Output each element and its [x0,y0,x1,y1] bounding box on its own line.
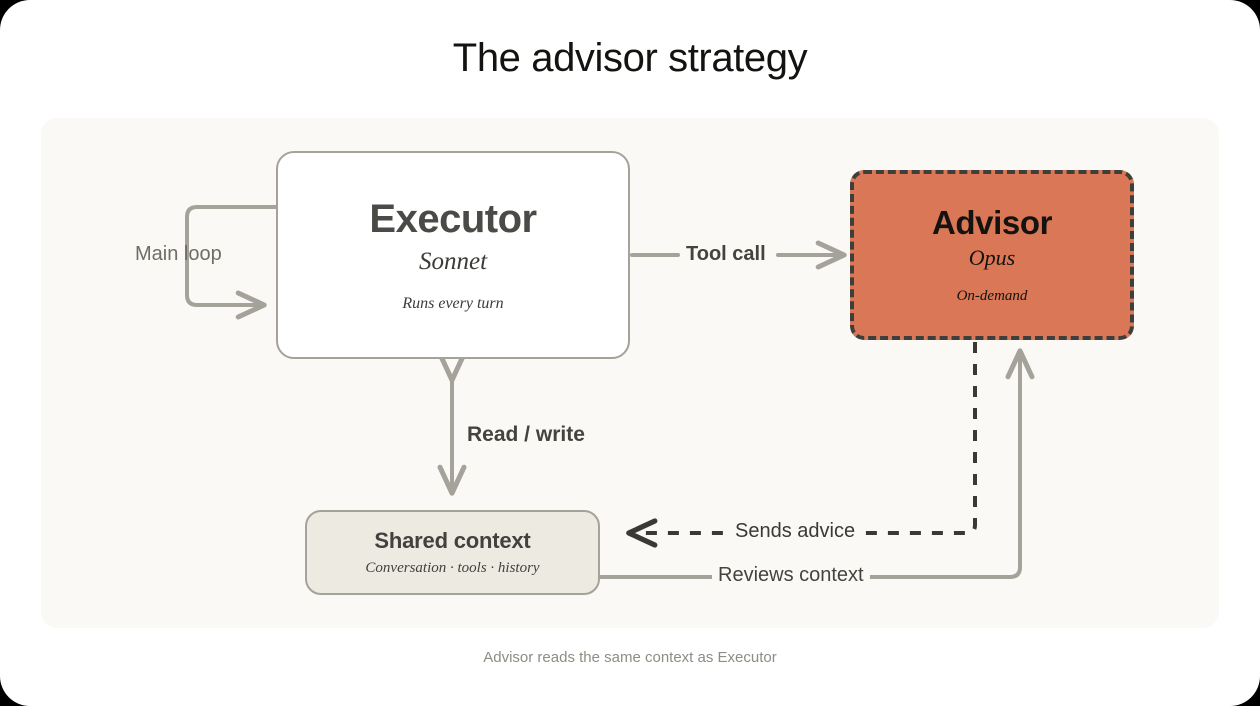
node-executor-title: Executor [369,196,537,241]
edge-label-read-write: Read / write [467,423,585,446]
diagram-caption: Advisor reads the same context as Execut… [483,649,777,666]
edge-label-sends-advice: Sends advice [729,521,862,541]
edge-label-tool-call: Tool call [686,243,766,265]
edge-label-reviews-context: Reviews context [712,565,870,585]
node-shared-context[interactable]: Shared context Conversation · tools · hi… [305,510,600,595]
edge-label-main-loop: Main loop [135,243,222,265]
node-executor-note: Runs every turn [402,294,504,312]
node-executor[interactable]: Executor Sonnet Runs every turn [276,151,630,359]
node-shared-context-title: Shared context [374,527,531,553]
node-advisor-note: On-demand [956,288,1028,304]
node-advisor[interactable]: Advisor Opus On-demand [850,170,1134,340]
node-advisor-subtitle: Opus [968,245,1016,270]
page-title: The advisor strategy [452,36,808,80]
node-executor-subtitle: Sonnet [418,247,488,275]
node-shared-context-subtitle: Conversation · tools · history [365,559,540,576]
node-advisor-title: Advisor [931,204,1053,241]
